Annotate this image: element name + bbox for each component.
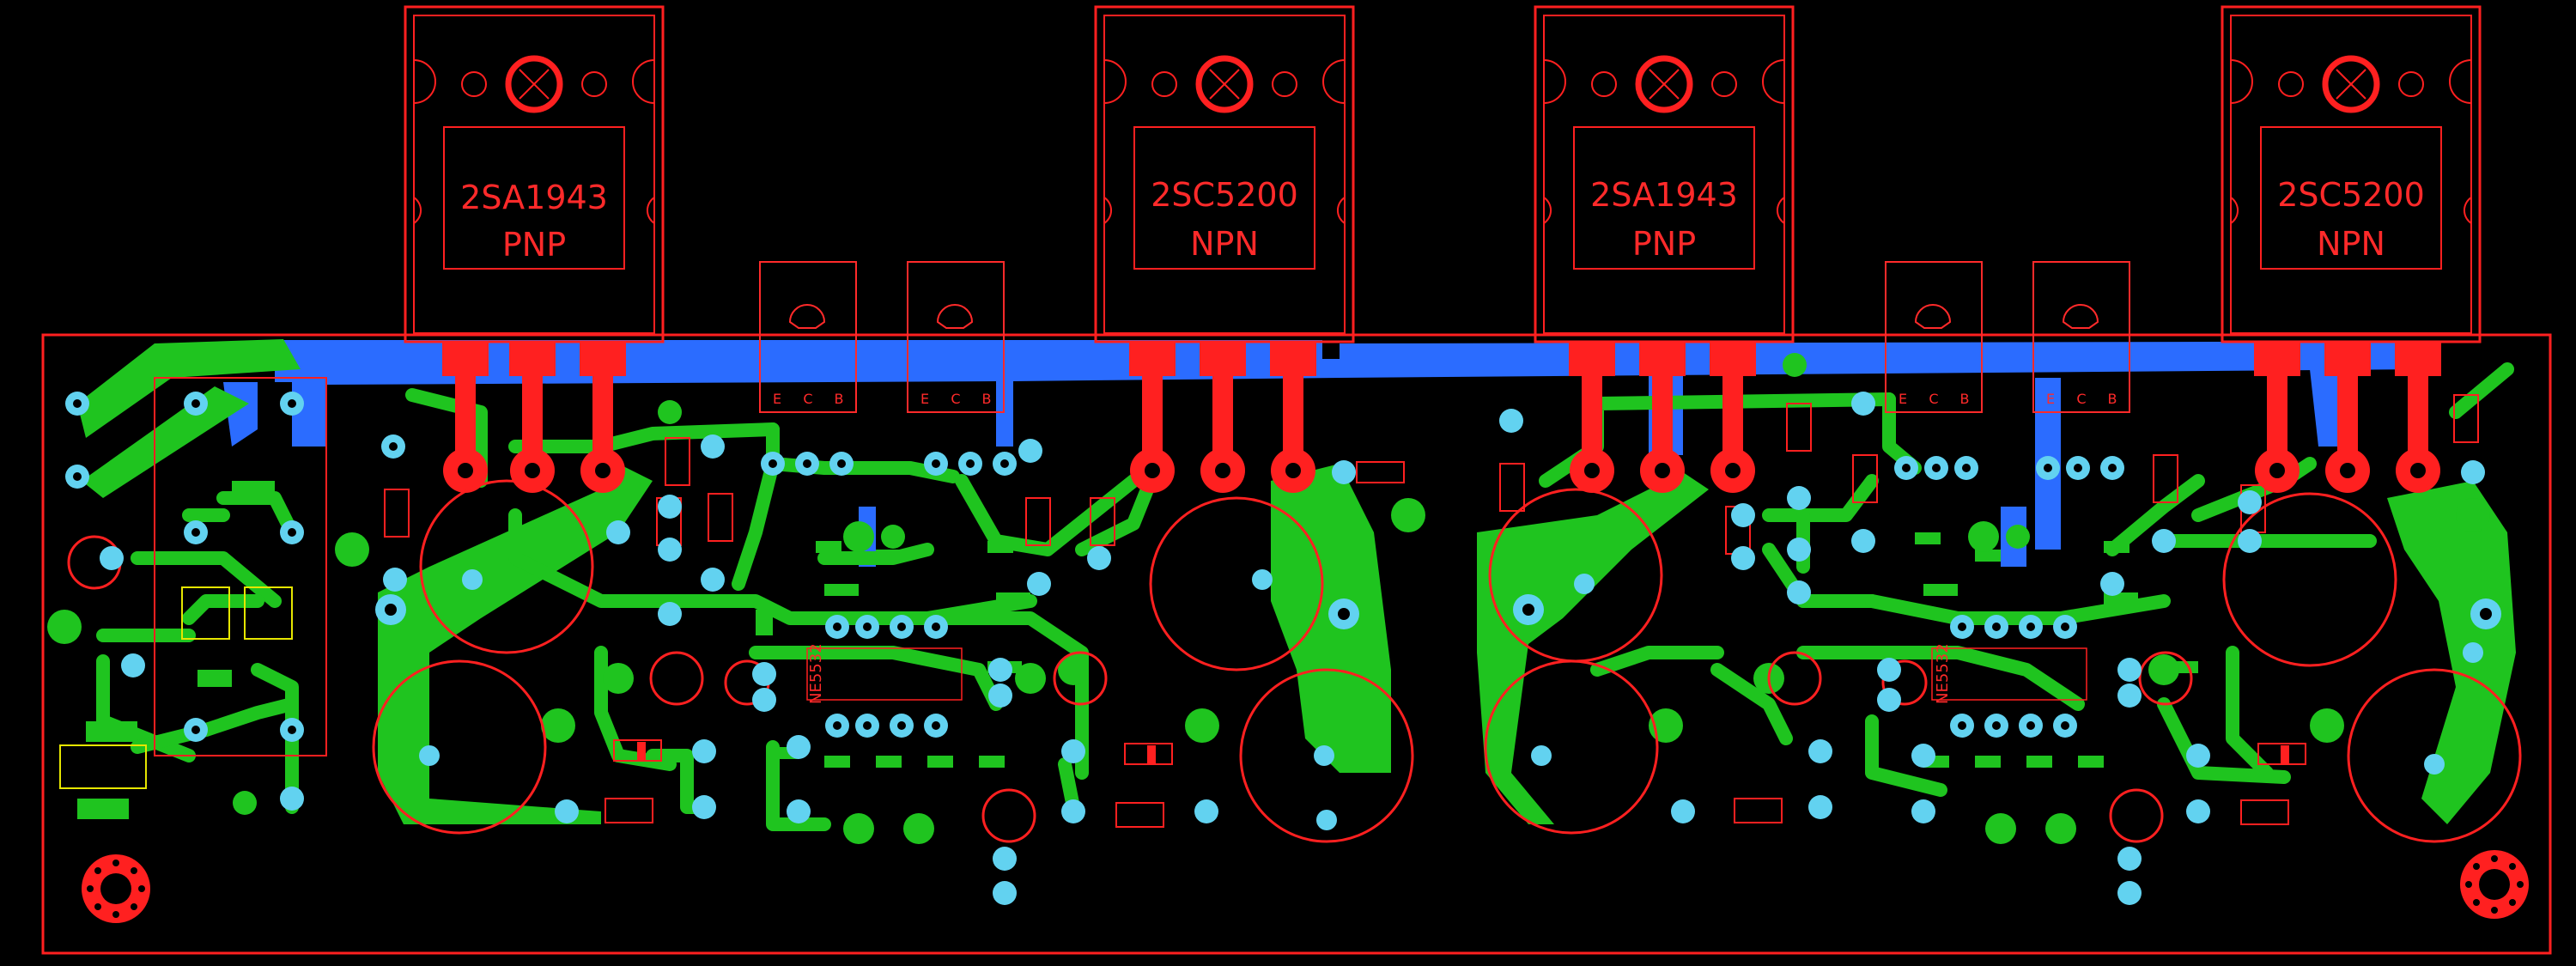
transistor-pads bbox=[443, 448, 2440, 493]
mounting-hole-left bbox=[82, 854, 150, 923]
small-transistor-1-pin-b: B bbox=[835, 391, 844, 407]
small-transistor-3: E C B bbox=[1885, 261, 1983, 413]
small-transistor-3-pin-e: E bbox=[1899, 391, 1907, 407]
transistor-3-type: PNP bbox=[1632, 225, 1696, 263]
transistor-1-type: PNP bbox=[502, 226, 566, 264]
small-transistor-2-pin-b: B bbox=[982, 391, 992, 407]
small-transistor-4-pin-c: C bbox=[2076, 391, 2086, 407]
small-transistor-4: E C B bbox=[2032, 261, 2130, 413]
small-transistor-2: E C B bbox=[907, 261, 1005, 413]
power-transistor-1: 2SA1943 PNP bbox=[404, 5, 665, 343]
small-transistor-4-pin-b: B bbox=[2108, 391, 2117, 407]
power-transistor-2: 2SC5200 NPN bbox=[1094, 5, 1355, 343]
op-amp-1-label: NE5532 bbox=[807, 643, 825, 704]
diode-marks bbox=[637, 742, 2289, 764]
board-outline bbox=[41, 333, 2552, 955]
small-transistor-2-pin-c: C bbox=[951, 391, 960, 407]
transistor-4-type: NPN bbox=[2317, 225, 2385, 263]
op-amps: NE5532 NE5532 bbox=[806, 643, 2087, 704]
smd-outlines bbox=[59, 586, 293, 789]
small-transistor-4-pin-e: E bbox=[2046, 391, 2055, 407]
power-transistor-4: 2SC5200 NPN bbox=[2221, 5, 2482, 343]
mounting-hole-right bbox=[2460, 850, 2529, 919]
transistor-3-part: 2SA1943 bbox=[1590, 176, 1738, 214]
small-transistor-2-pin-e: E bbox=[920, 391, 929, 407]
small-transistor-1: E C B bbox=[759, 261, 857, 413]
vias bbox=[65, 392, 2501, 905]
mounting-holes bbox=[82, 850, 2529, 923]
small-transistor-3-pin-b: B bbox=[1960, 391, 1970, 407]
small-transistor-1-pin-e: E bbox=[773, 391, 781, 407]
small-transistor-1-pin-c: C bbox=[803, 391, 812, 407]
op-amp-2-label: NE5532 bbox=[1934, 643, 1952, 704]
capacitors bbox=[67, 479, 2522, 843]
small-transistor-3-pin-c: C bbox=[1929, 391, 1938, 407]
power-transistors: 2SA1943 PNP 2SC5200 NPN bbox=[404, 5, 2482, 343]
transistor-2-type: NPN bbox=[1190, 225, 1259, 263]
small-transistors: E C B E C B E C B E C B bbox=[759, 261, 2130, 413]
transistor-1-part: 2SA1943 bbox=[460, 179, 608, 216]
transistor-2-part: 2SC5200 bbox=[1151, 176, 1298, 214]
transistor-4-part: 2SC5200 bbox=[2277, 176, 2425, 214]
